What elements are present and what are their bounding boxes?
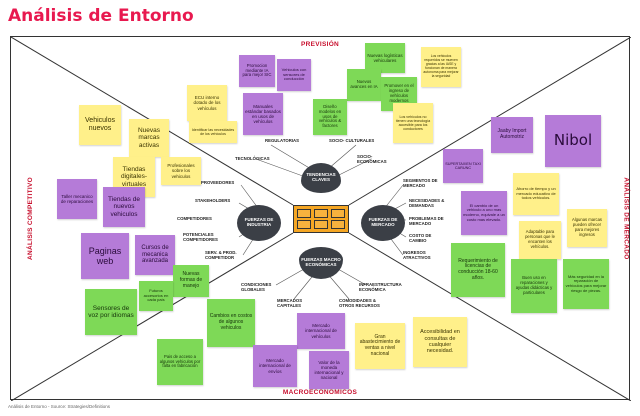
hub-label-mercados: MERCADOS CAPITALES xyxy=(277,298,303,308)
sticky-note: Futuros accesorios en cada país xyxy=(139,281,173,311)
sticky-note: Nuevas marcas activas xyxy=(129,119,169,157)
hub-label-infraestructura: INFRAESTRUCTURA ECONÓMICA xyxy=(359,282,402,292)
central-hub xyxy=(293,205,349,233)
hub-label-socio-culturales: SOCIO- CULTURALES xyxy=(329,138,375,143)
hub-label-stakeholders: STAKEHOLDERS xyxy=(195,198,231,203)
sticky-note: Algunas marcas pueden ofrecer para mejor… xyxy=(567,209,607,247)
hub-label-regulatorias: REGULATORIAS xyxy=(265,138,299,143)
sticky-note: Más seguridad en la reparación de vehícu… xyxy=(563,259,609,309)
force-macroeconomicas: FUERZAS MACRO ECONÓMICAS xyxy=(299,247,343,279)
sticky-note: Diseño modelos en usos de vehículos & fa… xyxy=(313,99,347,135)
sticky-note: Paginas web xyxy=(81,233,129,279)
sticky-note: Ahorro de tiempo y un mercado educativo … xyxy=(513,173,559,215)
hub-label-competidores: COMPETIDORES xyxy=(177,216,212,221)
sticky-note: Profesionales sobre los vehiculos xyxy=(161,157,201,185)
sticky-note: El cambio de un vehiculo a uno mas moder… xyxy=(461,191,507,235)
sticky-note: Promocion mediante IA para mejor SIC xyxy=(239,55,275,87)
sticky-note: Taller mecanico de reparaciones xyxy=(57,179,97,219)
sticky-note: Accesibilidad en consultas de cualquier … xyxy=(413,317,467,367)
quadrant-title-mercado: ANÁLISIS DE MERCADO xyxy=(622,177,630,260)
sticky-note: Nibol xyxy=(545,115,601,167)
hub-cell xyxy=(331,209,345,218)
sticky-note: Gran abastecimiento de ventas a nivel na… xyxy=(355,323,405,369)
sticky-note: Mercado internacional de envíos xyxy=(253,345,297,387)
quadrant-title-prevision: PREVISIÓN xyxy=(300,41,340,48)
hub-label-tecnologicas: TECNOLÓGICAS xyxy=(235,156,270,161)
sticky-note: ECU interno dotado de los vehículos xyxy=(187,85,227,121)
hub-label-costo: COSTO DE CAMBIO xyxy=(409,233,432,243)
sticky-note: Jaaby Import Automotriz xyxy=(491,117,533,153)
sticky-note: Tiendas de nuevos vehiculos xyxy=(103,187,145,227)
sticky-note: Vehiculos con sensores de conducción xyxy=(277,59,311,91)
page-title: Análisis de Entorno xyxy=(8,6,194,26)
hub-label-necesidades: NECESIDADES & DEMANDAS xyxy=(409,198,445,208)
sticky-note: Los vehículos no tienen una tecnología a… xyxy=(393,103,433,143)
sticky-note: Valor de la moneda internacional y nacio… xyxy=(309,351,349,389)
sticky-note: Sensores de voz por idiomas xyxy=(85,289,137,335)
sticky-note: Requerimiento de licencias de conducción… xyxy=(451,243,505,297)
hub-label-proveedores: PROVEEDORES xyxy=(201,180,235,185)
quadrant-title-competitivo: ANÁLISIS COMPETITIVO xyxy=(26,177,34,260)
hub-cell xyxy=(297,220,311,229)
hub-label-segmentos: SEGMENTOS DE MERCADO xyxy=(403,178,438,188)
environment-board: PREVISIÓN MACROECONÓMICOS ANÁLISIS COMPE… xyxy=(10,36,631,401)
footer-note: Análisis de Entorno - Source: Strategies… xyxy=(8,404,111,409)
hub-label-problemas: PROBLEMAS DE MERCADO xyxy=(409,216,444,226)
hub-label-socio-economicas: SOCIO- ECONÓMICAS xyxy=(357,154,387,164)
force-industria: FUERZAS DE INDUSTRIA xyxy=(237,205,281,241)
sticky-note: Nuevas formas de manejo xyxy=(173,265,209,297)
sticky-note: Vehiculos nuevos xyxy=(79,105,121,145)
hub-cell xyxy=(314,209,328,218)
sticky-note: Nuevas logísticas vehiculares xyxy=(365,43,405,73)
sticky-note: Manuales estándar basados en usos de veh… xyxy=(243,93,283,135)
sticky-note: Mercado internacional de vehículos xyxy=(297,313,345,349)
hub-label-ingresos: INGRESOS ATRACTIVOS xyxy=(403,250,431,260)
sticky-note: Cursos de mecanica avanzada xyxy=(135,235,175,275)
sticky-note: Pais de acceso a algunos vehiculos por f… xyxy=(157,339,203,385)
force-tendencias-claves: TENDENCIAS CLAVES xyxy=(301,163,341,193)
sticky-note: Adaptable para personas que le encanten … xyxy=(519,221,561,259)
sticky-note: Identificar las necesidades de los vehíc… xyxy=(189,121,237,143)
hub-cell xyxy=(331,220,345,229)
hub-cell xyxy=(314,220,328,229)
force-mercado: FUERZAS DE MERCADO xyxy=(361,205,405,241)
sticky-note: Los vehiculos requeridos se mueven graci… xyxy=(421,47,461,87)
sticky-note: SUPERTAXIEN TAXI CARUNC xyxy=(443,149,483,183)
hub-label-serv-prod: SERV. & PROD. COMPETIDOR xyxy=(205,250,237,260)
hub-label-comodidades: COMODIDADES & OTROS RECURSOS xyxy=(339,298,380,308)
hub-label-potenciales: POTENCIALES COMPETIDORES xyxy=(183,232,218,242)
sticky-note: Cambios en costos de algunos vehiculos xyxy=(207,299,255,347)
sticky-note: Buen uso en reparaciones y ayudas didáct… xyxy=(511,259,557,313)
hub-cell xyxy=(297,209,311,218)
hub-label-condiciones: CONDICIONES GLOBALES xyxy=(241,282,272,292)
sticky-note: Nuevos avances en IA xyxy=(347,69,381,101)
quadrant-title-macroeconomicos: MACROECONÓMICOS xyxy=(282,389,358,396)
